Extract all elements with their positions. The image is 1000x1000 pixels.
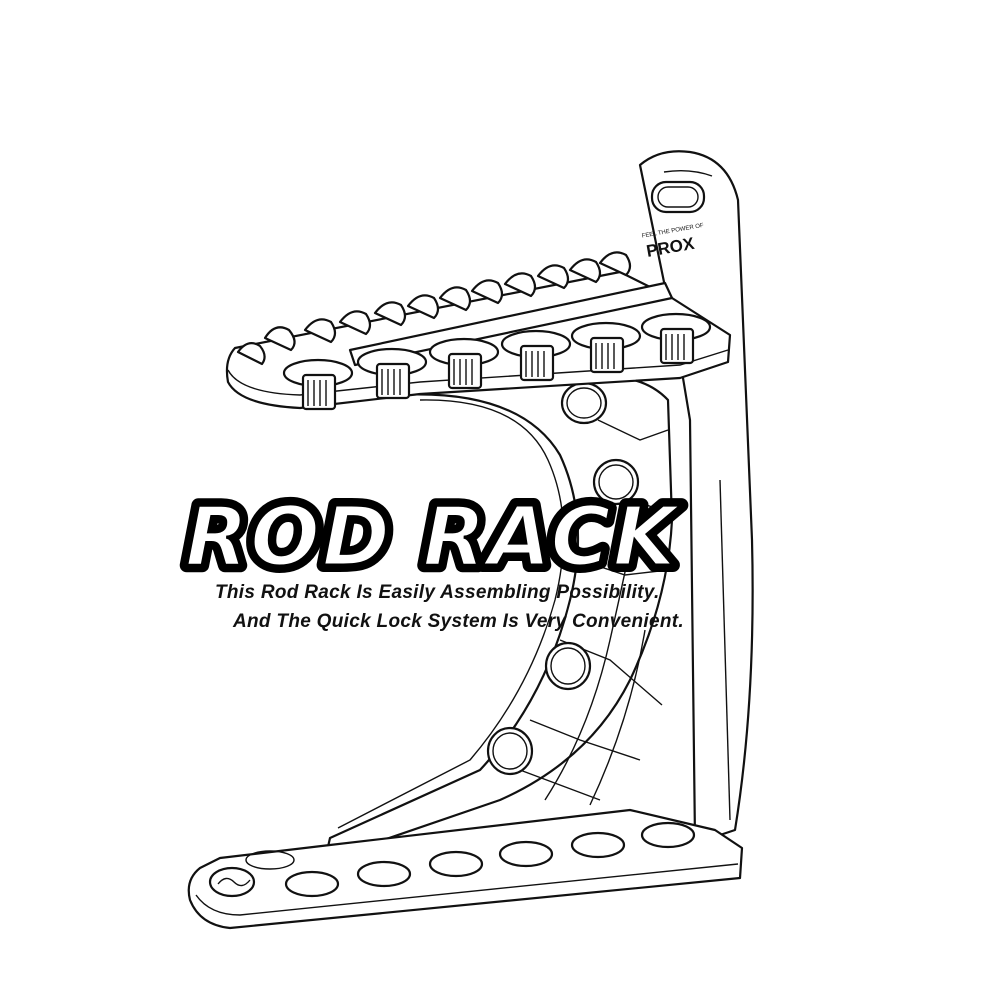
- tagline-group: This Rod Rack Is Easily Assembling Possi…: [215, 582, 684, 632]
- tagline-line-1: This Rod Rack Is Easily Assembling Possi…: [215, 582, 660, 603]
- handle-slot: [650, 180, 706, 214]
- headline: ROD RACK: [185, 490, 682, 585]
- headline-group: ROD RACK ROD RACK: [178, 483, 687, 592]
- quick-lock-knob: [356, 347, 428, 400]
- front-arm: [323, 375, 674, 862]
- base-logo-badge: [208, 866, 256, 898]
- headline-outline: ROD RACK: [185, 490, 682, 585]
- quick-lock-knob: [640, 312, 712, 365]
- quick-lock-knob: [500, 329, 572, 382]
- base-plate: [187, 808, 744, 930]
- quick-lock-knob: [282, 358, 354, 411]
- tagline-line-2: And The Quick Lock System Is Very Conven…: [232, 611, 684, 632]
- quick-lock-knob: [570, 321, 642, 374]
- back-panel: [638, 150, 754, 842]
- quick-lock-knob: [428, 337, 500, 390]
- top-holder-bar: [225, 251, 732, 411]
